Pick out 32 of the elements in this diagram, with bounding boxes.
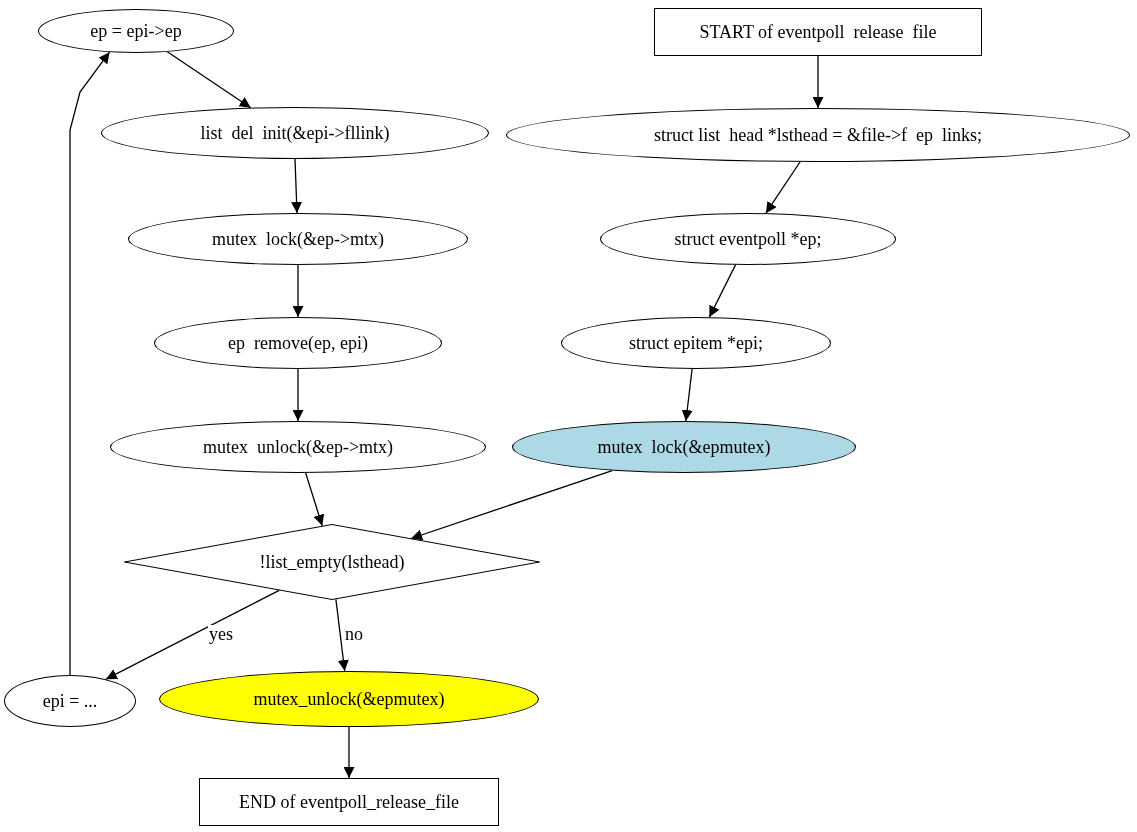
- node-text: struct list head *lsthead = &file->f ep links;: [653, 124, 983, 146]
- decision-diamond: [124, 524, 540, 600]
- arrow: [410, 469, 613, 541]
- arrow: [335, 598, 349, 672]
- terminal-box: [199, 778, 499, 826]
- node-text: mutex_unlock(&epmutex): [253, 688, 445, 710]
- arrow: [681, 368, 693, 422]
- node-text: list del init(&epi->fllink): [200, 122, 390, 144]
- node-text: struct epitem *epi;: [629, 332, 763, 354]
- node-text: !list_empty(lsthead): [259, 551, 405, 573]
- arrow: [708, 264, 737, 318]
- node-text: struct eventpoll *ep;: [674, 228, 822, 250]
- arrow: [69, 51, 111, 676]
- edge-label: yes: [208, 625, 234, 643]
- arrow: [292, 368, 304, 422]
- arrow: [292, 264, 304, 318]
- node-text: ep remove(ep, epi): [228, 332, 368, 354]
- arrow: [343, 726, 355, 779]
- arrow: [166, 51, 252, 109]
- arrow: [291, 158, 303, 214]
- node-text: ep = epi->ep: [90, 20, 182, 42]
- node-text: epi = ...: [42, 690, 98, 712]
- node-text: END of eventpoll_release_file: [239, 791, 459, 813]
- node-text: mutex lock(&epmutex): [597, 436, 771, 458]
- node-text: mutex unlock(&ep->mtx): [202, 436, 394, 458]
- arrow: [812, 55, 824, 109]
- arrow: [105, 589, 280, 680]
- node-text: mutex lock(&ep->mtx): [211, 228, 385, 250]
- arrow: [305, 472, 325, 527]
- node-text: START of eventpoll release file: [699, 21, 937, 43]
- terminal-box: [654, 8, 982, 56]
- arrow: [765, 161, 801, 214]
